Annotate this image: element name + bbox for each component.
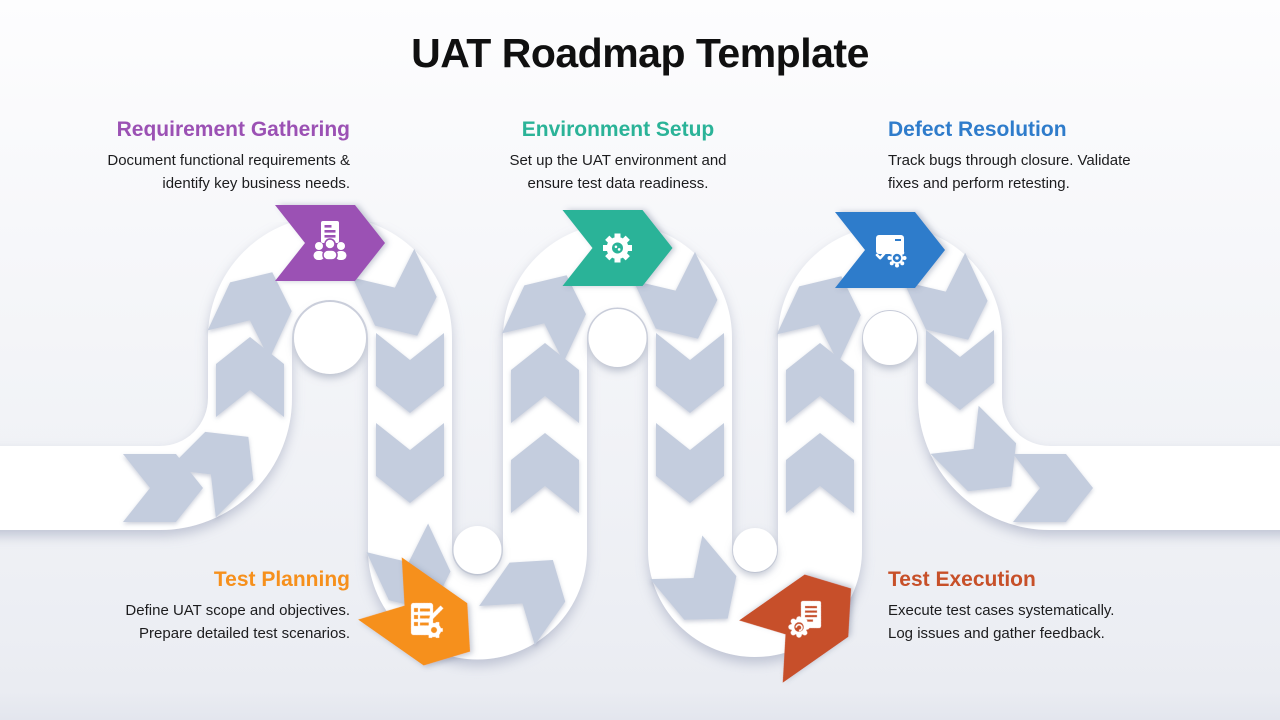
road-chevron (786, 433, 854, 513)
badge-defect-resolution (835, 212, 945, 288)
checklist-pencil-icon (411, 603, 444, 638)
stage-text-test-execution: Test Execution Execute test cases system… (888, 568, 1168, 645)
road-chevron (786, 343, 854, 423)
road-chevron (930, 405, 1017, 492)
stage-title: Requirement Gathering (116, 118, 350, 141)
page-title: UAT Roadmap Template (411, 30, 869, 76)
badge-test-execution (739, 574, 852, 683)
document-seal-icon (788, 601, 821, 638)
road-loop-holes (294, 302, 917, 574)
stage-title: Test Planning (213, 568, 350, 591)
stage-desc-line: Document functional requirements & (107, 152, 350, 170)
badge-requirement-gathering (275, 205, 385, 281)
card-check-icon (875, 235, 907, 268)
stage-desc-line: Prepare detailed test scenarios. (139, 625, 350, 643)
stage-text-test-planning: Test Planning Define UAT scope and objec… (70, 568, 350, 645)
stage-desc-line: Track bugs through closure. Validate (888, 152, 1131, 170)
stage-desc-line: ensure test data readiness. (527, 175, 709, 193)
road-chevron (501, 275, 586, 363)
badge-test-planning (358, 557, 471, 666)
road-chevron (207, 272, 292, 360)
stage-desc-line: Set up the UAT environment and (509, 152, 727, 170)
stage-desc-line: Execute test cases systematically. (888, 602, 1115, 620)
road-chevron (656, 423, 724, 503)
road-chevron (511, 343, 579, 423)
stage-desc-line: fixes and perform retesting. (888, 175, 1070, 193)
people-document-icon (313, 221, 347, 261)
road-chevron (479, 560, 566, 646)
road-chevron (633, 251, 718, 339)
stage-title: Environment Setup (521, 118, 715, 141)
road-chevron (376, 423, 444, 503)
badge-environment-setup (562, 210, 673, 286)
stage-title: Defect Resolution (888, 118, 1067, 141)
road-path (0, 216, 1280, 660)
stage-text-requirement-gathering: Requirement Gathering Document functiona… (70, 118, 350, 195)
road-chevron (511, 433, 579, 513)
gear-icon (603, 233, 632, 263)
road-chevron (1013, 454, 1093, 522)
road-chevron (216, 337, 284, 417)
stage-desc-line: identify key business needs. (162, 175, 350, 193)
road-chevron (656, 333, 724, 413)
road-chevron (903, 252, 988, 340)
road-chevron (167, 431, 254, 518)
stage-desc-line: Log issues and gather feedback. (888, 625, 1105, 643)
stage-text-defect-resolution: Defect Resolution Track bugs through clo… (888, 118, 1168, 195)
stage-title: Test Execution (888, 568, 1036, 591)
road-chevron (650, 535, 737, 620)
stage-badges (275, 205, 945, 683)
stage-desc-line: Define UAT scope and objectives. (125, 602, 350, 620)
road-chevron (352, 248, 437, 336)
road-chevron (776, 276, 861, 364)
road-chevron (376, 333, 444, 413)
road-chevron (926, 330, 994, 410)
road-chevrons (123, 248, 1093, 646)
stage-text-environment-setup: Environment Setup Set up the UAT environ… (478, 118, 758, 195)
